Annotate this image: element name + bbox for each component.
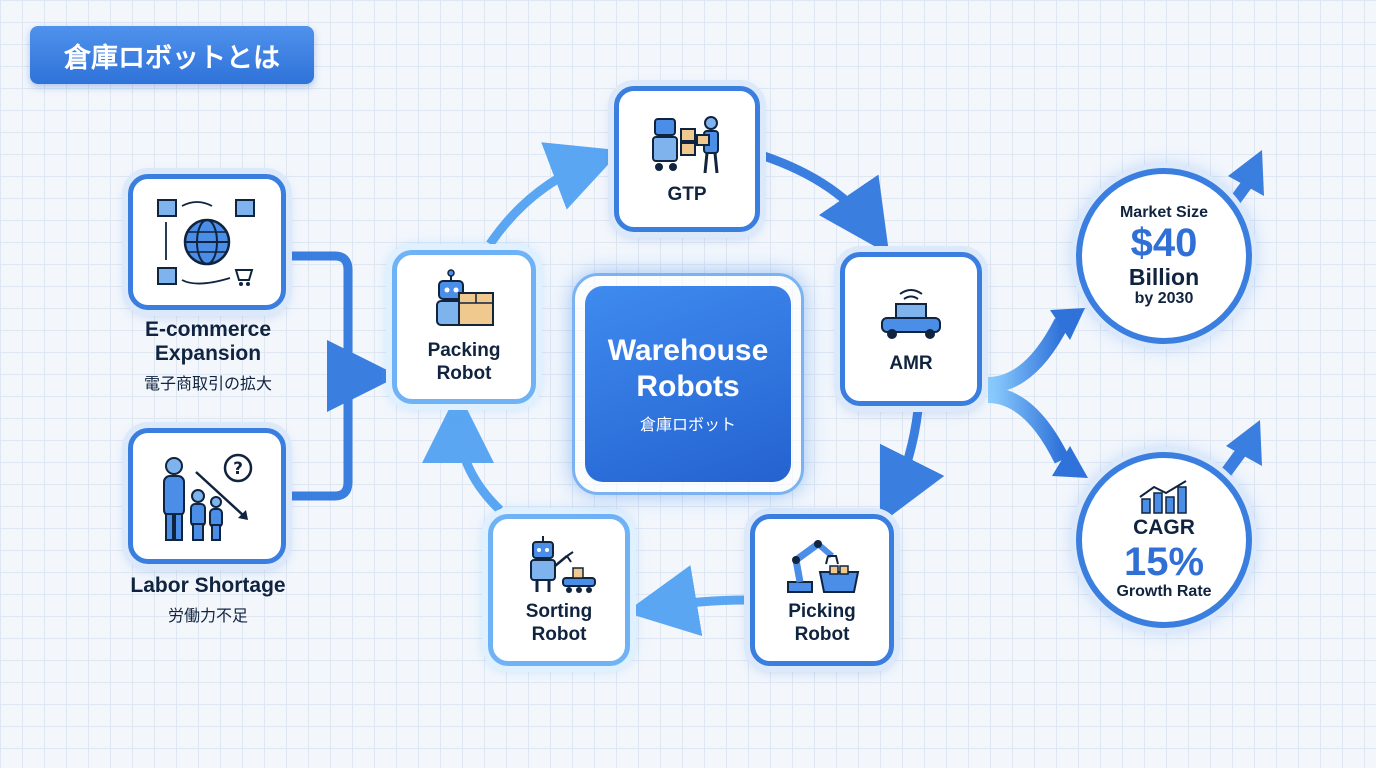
- cagr-sub: Growth Rate: [1116, 583, 1212, 600]
- globe-commerce-icon: [157, 199, 255, 286]
- picking-robot-label: Picking Robot: [788, 601, 856, 645]
- growth-arrow: [987, 318, 1070, 393]
- bar-chart-icon: [1139, 480, 1187, 514]
- center-title-en: Warehouse Robots: [607, 334, 769, 403]
- market-size-value: $40: [1130, 221, 1198, 265]
- driver-ecommerce-card[interactable]: [128, 174, 286, 310]
- sorting-robot-label: Sorting Robot: [525, 601, 593, 645]
- sorting-robot-icon: [530, 536, 596, 593]
- market-size-unit: Billion: [1128, 264, 1200, 290]
- cagr-label: CAGR: [1133, 516, 1195, 539]
- arrow-sorting-to-packing: [422, 391, 504, 514]
- driver-labor-jp: 労働力不足: [167, 606, 248, 625]
- cagr-value: 15%: [1123, 540, 1205, 584]
- packing-robot-label: Packing Robot: [427, 340, 501, 384]
- market-size-year: by 2030: [1134, 290, 1194, 307]
- picking-robot-node[interactable]: Picking Robot: [750, 514, 894, 666]
- driver-ecommerce-label: E-commerce Expansion 電子商取引の拡大: [108, 318, 308, 394]
- driver-connector-labor: [285, 371, 363, 501]
- workers-shortage-icon: ?: [163, 453, 253, 541]
- amr-label: AMR: [889, 352, 933, 374]
- amr-node[interactable]: AMR: [840, 252, 982, 406]
- driver-labor-label: Labor Shortage 労働力不足: [98, 574, 318, 626]
- arrow-amr-to-picking: [879, 409, 945, 525]
- center-warehouse-robots[interactable]: Warehouse Robots 倉庫ロボット: [572, 273, 804, 495]
- arrow-gtp-to-amr: [762, 151, 890, 255]
- market-size-label: Market Size: [1119, 204, 1209, 221]
- amr-vehicle-icon: [881, 288, 941, 339]
- driver-labor-card[interactable]: ?: [128, 428, 286, 564]
- goods-to-person-icon: [652, 115, 719, 173]
- arrow-packing-to-gtp: [486, 142, 622, 247]
- packing-robot-icon: [436, 269, 494, 326]
- center-title-jp: 倉庫ロボット: [639, 415, 736, 434]
- driver-labor-en: Labor Shortage: [130, 574, 286, 597]
- market-size-circle: Market Size $40 Billion by 2030: [1076, 168, 1252, 344]
- arrow-picking-to-sorting: [625, 565, 747, 637]
- robot-arm-icon: [787, 540, 860, 593]
- cagr-circle: CAGR 15% Growth Rate: [1076, 452, 1252, 628]
- driver-ecommerce-jp: 電子商取引の拡大: [143, 374, 272, 393]
- sorting-robot-node[interactable]: Sorting Robot: [488, 514, 630, 666]
- page-title: 倉庫ロボットとは: [30, 26, 314, 84]
- driver-ecommerce-en: E-commerce Expansion: [144, 318, 272, 365]
- packing-robot-node[interactable]: Packing Robot: [392, 250, 536, 404]
- gtp-label: GTP: [667, 183, 707, 205]
- svg-text:?: ?: [233, 459, 243, 479]
- center-inner-panel: Warehouse Robots 倉庫ロボット: [585, 286, 791, 482]
- gtp-node[interactable]: GTP: [614, 86, 760, 232]
